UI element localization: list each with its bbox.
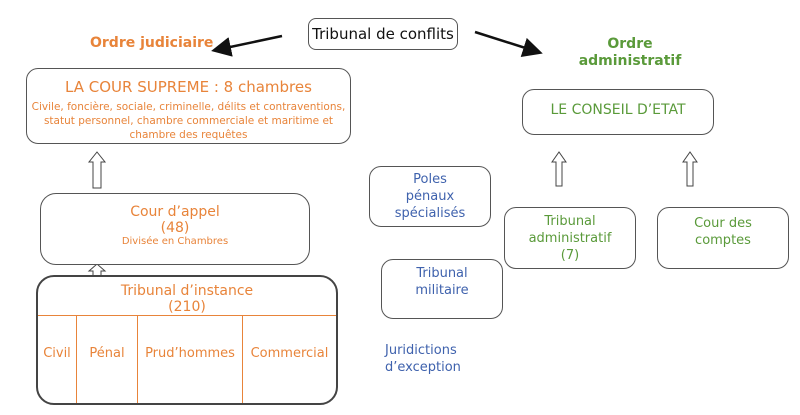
cour-supreme-description: Civile, foncière, sociale, criminelle, d… <box>31 101 346 141</box>
tribunal-militaire-box: Tribunal militaire <box>381 259 503 319</box>
tribunal-instance-sections: Civil Pénal Prud’hommes Commercial <box>38 315 336 403</box>
section-prudhommes: Prud’hommes <box>138 316 243 403</box>
cour-appel-box: Cour d’appel (48) Divisée en Chambres <box>40 193 310 265</box>
cour-comptes-box: Cour des comptes <box>657 207 789 269</box>
tribunal-conflits-label: Tribunal de conflits <box>312 25 454 43</box>
cour-appel-subtitle: Divisée en Chambres <box>121 236 229 247</box>
arrow-to-administratif <box>474 30 543 57</box>
poles-penaux-line1: Poles <box>413 172 447 187</box>
tribunal-instance-box: Tribunal d’instance (210) Civil Pénal Pr… <box>36 275 338 405</box>
tribunal-militaire-line2: militaire <box>415 283 469 298</box>
section-commercial: Commercial <box>250 346 329 361</box>
conseil-etat-label: LE CONSEIL D’ETAT <box>550 102 686 118</box>
tribunal-administratif-line2: administratif <box>528 231 612 246</box>
arrow-to-judiciaire <box>211 34 283 57</box>
cour-comptes-line2: comptes <box>695 233 751 248</box>
ordre-administratif-heading: Ordre administratif <box>570 36 690 70</box>
up-arrow-appel-to-supreme <box>87 151 107 189</box>
cour-supreme-box: LA COUR SUPREME : 8 chambres Civile, fon… <box>26 68 351 144</box>
tribunal-administratif-count: (7) <box>560 248 580 263</box>
ordre-administratif-line2: administratif <box>578 53 682 69</box>
section-penal: Pénal <box>77 316 138 403</box>
cour-appel-count: (48) <box>160 220 190 236</box>
ordre-administratif-line1: Ordre <box>607 36 653 52</box>
tribunal-instance-count: (210) <box>168 299 206 315</box>
cour-supreme-title: LA COUR SUPREME : 8 chambres <box>65 78 312 96</box>
juridictions-exception-label: Juridictions d’exception <box>385 342 461 376</box>
poles-penaux-box: Poles pénaux spécialisés <box>369 166 491 227</box>
up-arrow-admin-to-conseil <box>551 151 567 187</box>
tribunal-conflits-box: Tribunal de conflits <box>308 18 458 50</box>
juridictions-exception-line1: Juridictions <box>385 343 457 358</box>
section-civil: Civil <box>38 316 77 403</box>
conseil-etat-box: LE CONSEIL D’ETAT <box>522 89 714 135</box>
poles-penaux-line2: pénaux <box>405 189 455 204</box>
poles-penaux-line3: spécialisés <box>394 206 466 221</box>
juridictions-exception-line2: d’exception <box>385 360 461 375</box>
up-arrow-comptes-to-conseil <box>682 151 698 187</box>
tribunal-militaire-line1: Tribunal <box>416 266 468 281</box>
tribunal-administratif-box: Tribunal administratif (7) <box>504 207 636 269</box>
ordre-judiciaire-heading: Ordre judiciaire <box>90 35 214 51</box>
tribunal-instance-title: Tribunal d’instance <box>120 283 254 299</box>
tribunal-administratif-line1: Tribunal <box>544 214 596 229</box>
cour-comptes-line1: Cour des <box>694 216 752 231</box>
cour-appel-title: Cour d’appel <box>130 204 220 220</box>
